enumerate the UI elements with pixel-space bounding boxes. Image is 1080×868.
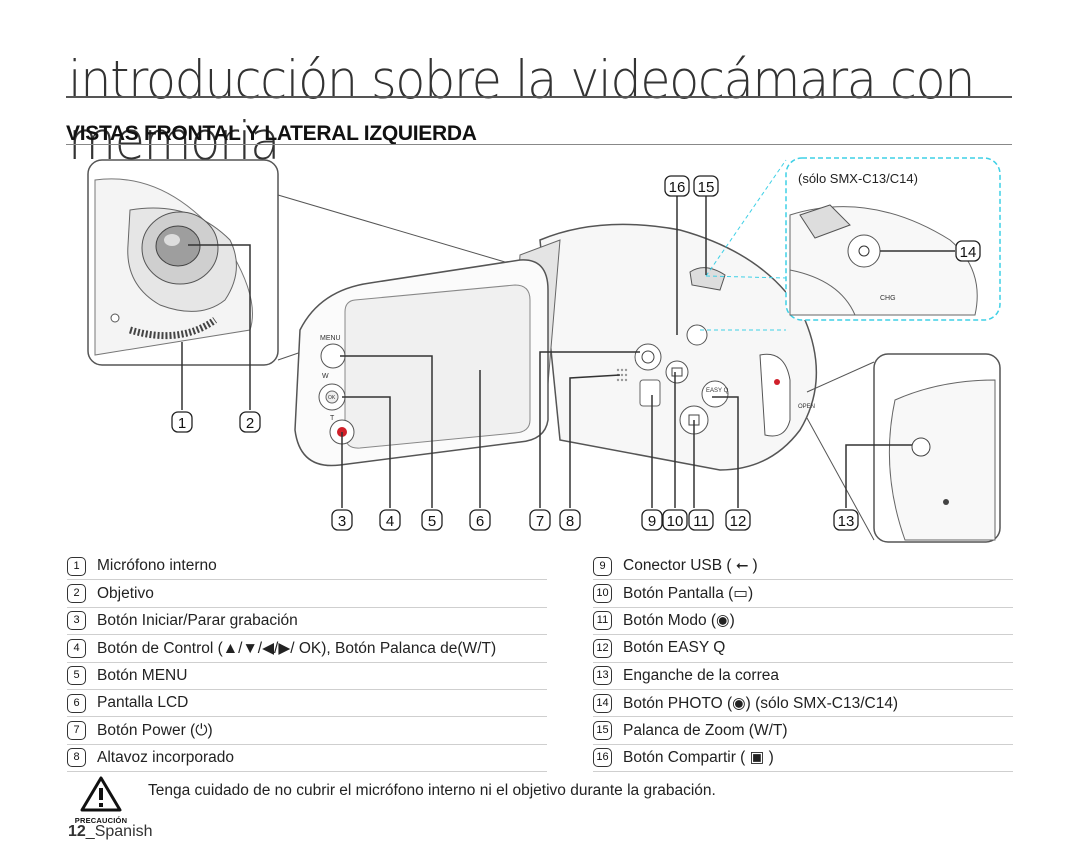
legend-number: 2 bbox=[67, 584, 86, 604]
caution-block: PRECAUCIÓN bbox=[66, 775, 136, 825]
ok-label: OK bbox=[328, 395, 336, 401]
callout-3: 3 bbox=[338, 513, 346, 530]
callout-1: 1 bbox=[178, 415, 186, 432]
legend-number: 12 bbox=[593, 638, 612, 658]
callout-8: 8 bbox=[566, 513, 574, 530]
strap-hook-inset bbox=[806, 353, 1001, 543]
legend-item: 12 Botón EASY Q bbox=[593, 635, 1013, 663]
legend-item: 16 Botón Compartir ( ▣ ) bbox=[593, 745, 1013, 773]
legend-number: 8 bbox=[67, 748, 86, 768]
legend-number: 13 bbox=[593, 666, 612, 686]
chg-label: CHG bbox=[880, 295, 896, 302]
legend-number: 11 bbox=[593, 611, 612, 631]
caution-text: Tenga cuidado de no cubrir el micrófono … bbox=[148, 782, 716, 799]
legend-item: 1 Micrófono interno bbox=[67, 553, 547, 581]
legend-text: Botón MENU bbox=[97, 666, 188, 684]
legend-item: 6 Pantalla LCD bbox=[67, 690, 547, 718]
legend-number: 9 bbox=[593, 556, 612, 576]
model-note: (sólo SMX-C13/C14) bbox=[798, 171, 918, 186]
callout-markers: 1 2 3 4 5 6 7 8 9 10 11 12 13 14 15 16 bbox=[171, 175, 981, 531]
legend-text: Botón Compartir ( ▣ ) bbox=[623, 749, 774, 767]
callout-5: 5 bbox=[428, 513, 436, 530]
camcorder-body: MENU OK W T EASY Q OPEN bbox=[294, 223, 818, 471]
legend-item: 5 Botón MENU bbox=[67, 663, 547, 690]
legend-number: 10 bbox=[593, 584, 612, 604]
callout-12: 12 bbox=[730, 513, 747, 530]
title-rule bbox=[66, 96, 1012, 98]
callout-4: 4 bbox=[386, 513, 394, 530]
callout-13: 13 bbox=[838, 513, 855, 530]
easy-label: EASY Q bbox=[706, 388, 729, 394]
page-title: introducción sobre la videocámara con me… bbox=[68, 50, 976, 172]
legend-text: Altavoz incorporado bbox=[97, 748, 234, 766]
section-rule bbox=[66, 144, 1012, 145]
legend-number: 5 bbox=[67, 666, 86, 686]
legend-number: 6 bbox=[67, 693, 86, 713]
legend-number: 7 bbox=[67, 721, 86, 741]
legend-item: 11 Botón Modo (◉) bbox=[593, 608, 1013, 636]
callout-14: 14 bbox=[960, 244, 977, 261]
t-label: T bbox=[330, 415, 335, 422]
warning-triangle-icon bbox=[80, 776, 122, 812]
page-number: 12 bbox=[68, 823, 86, 840]
callout-2: 2 bbox=[246, 415, 254, 432]
callout-7: 7 bbox=[536, 513, 544, 530]
photo-button-inset: (sólo SMX-C13/C14) CHG bbox=[700, 157, 1001, 331]
legend-text: Botón Modo (◉) bbox=[623, 612, 735, 630]
callout-6: 6 bbox=[476, 513, 484, 530]
callout-11: 11 bbox=[693, 513, 709, 530]
legend-text: Palanca de Zoom (W/T) bbox=[623, 721, 788, 739]
page-footer: 12_Spanish bbox=[68, 823, 153, 841]
legend-text: Botón PHOTO (◉) (sólo SMX-C13/C14) bbox=[623, 694, 899, 712]
legend-item: 9 Conector USB ( ⭠ ) bbox=[593, 553, 1013, 581]
callout-16: 16 bbox=[669, 179, 686, 196]
legend-text: Botón EASY Q bbox=[623, 639, 726, 657]
legend-number: 3 bbox=[67, 611, 86, 631]
front-view-inset bbox=[87, 159, 279, 366]
legend-text: Botón Pantalla (▭) bbox=[623, 585, 754, 603]
legend-number: 1 bbox=[67, 556, 86, 576]
legend-item: 15 Palanca de Zoom (W/T) bbox=[593, 717, 1013, 745]
callout-9: 9 bbox=[648, 513, 656, 530]
w-label: W bbox=[322, 373, 329, 380]
legend-text: Micrófono interno bbox=[97, 557, 217, 575]
legend-text: Botón Power (⏻) bbox=[97, 721, 213, 739]
legend-text: Conector USB ( ⭠ ) bbox=[623, 557, 758, 575]
legend-item: 8 Altavoz incorporado bbox=[67, 745, 547, 773]
legend-number: 4 bbox=[67, 638, 86, 658]
callout-15: 15 bbox=[698, 179, 715, 196]
legend-item: 10 Botón Pantalla (▭) bbox=[593, 580, 1013, 608]
legend-item: 3 Botón Iniciar/Parar grabación bbox=[67, 608, 547, 636]
legend-number: 14 bbox=[593, 693, 612, 713]
legend-right: 9 Conector USB ( ⭠ ) 10 Botón Pantalla (▭)… bbox=[593, 553, 1013, 773]
camcorder-illustration: MENU OK W T EASY Q OPEN (sólo bbox=[87, 157, 1001, 543]
legend-item: 2 Objetivo bbox=[67, 580, 547, 608]
legend-text: Botón Iniciar/Parar grabación bbox=[97, 611, 298, 629]
legend-text: Botón de Control (▲/▼/◀/▶/ OK), Botón Pa… bbox=[97, 639, 497, 657]
legend-number: 16 bbox=[593, 748, 612, 768]
legend-text: Pantalla LCD bbox=[97, 694, 189, 712]
section-heading: VISTAS FRONTAL Y LATERAL IZQUIERDA bbox=[66, 122, 477, 145]
legend-left: 1 Micrófono interno 2 Objetivo 3 Botón Inic… bbox=[67, 553, 547, 773]
legend-number: 15 bbox=[593, 721, 612, 741]
legend-text: Objetivo bbox=[97, 584, 154, 602]
open-label: OPEN bbox=[798, 404, 815, 410]
caution-label: PRECAUCIÓN bbox=[74, 816, 128, 825]
menu-label: MENU bbox=[320, 335, 341, 342]
legend-item: 4 Botón de Control (▲/▼/◀/▶/ OK), Botón P… bbox=[67, 635, 547, 663]
legend-item: 7 Botón Power (⏻) bbox=[67, 717, 547, 745]
page-language: _Spanish bbox=[85, 823, 153, 840]
legend-item: 14 Botón PHOTO (◉) (sólo SMX-C13/C14) bbox=[593, 690, 1013, 718]
callout-10: 10 bbox=[667, 513, 684, 530]
legend-text: Enganche de la correa bbox=[623, 666, 779, 684]
legend-item: 13 Enganche de la correa bbox=[593, 663, 1013, 690]
